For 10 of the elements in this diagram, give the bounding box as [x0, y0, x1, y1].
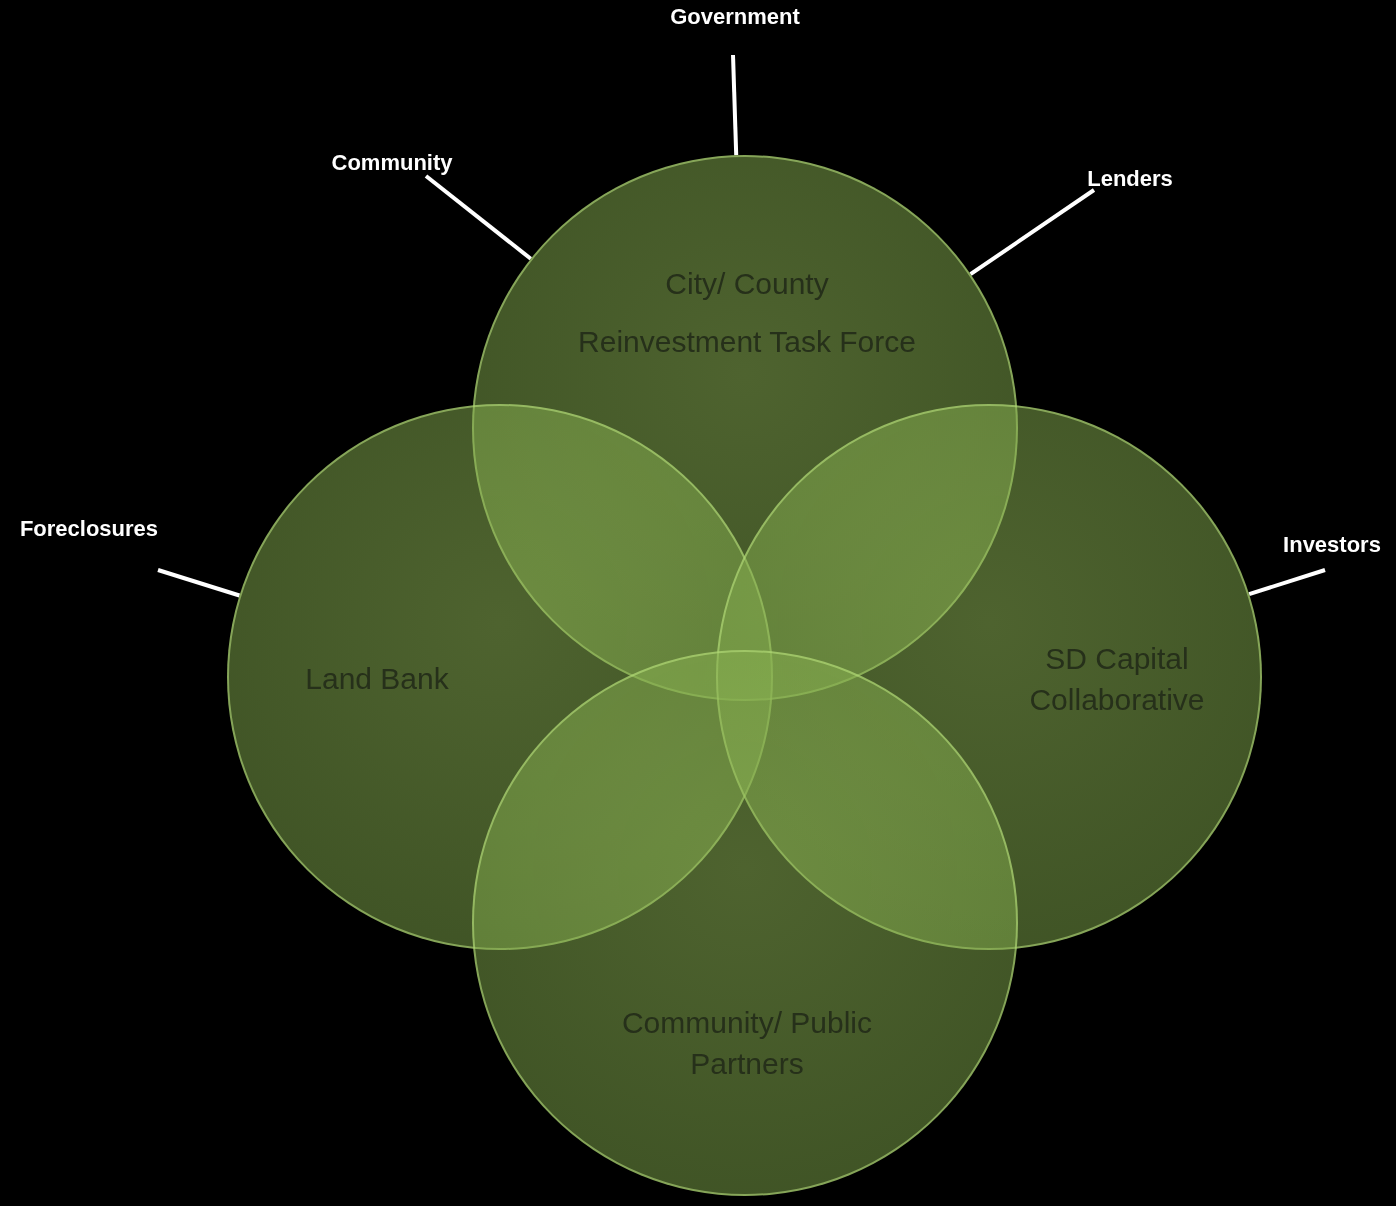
- leader-line: [731, 54, 739, 156]
- stakeholder-label: Lenders: [1087, 166, 1173, 192]
- stakeholder-label: Community: [331, 150, 453, 176]
- stakeholder-label: Government: [670, 4, 800, 30]
- stakeholder-label: Investors: [1283, 532, 1381, 558]
- leader-line: [1248, 568, 1326, 597]
- leader-line: [969, 188, 1096, 276]
- stakeholder-label: Foreclosures: [19, 516, 159, 542]
- leader-line: [157, 568, 241, 598]
- leader-line: [424, 174, 532, 261]
